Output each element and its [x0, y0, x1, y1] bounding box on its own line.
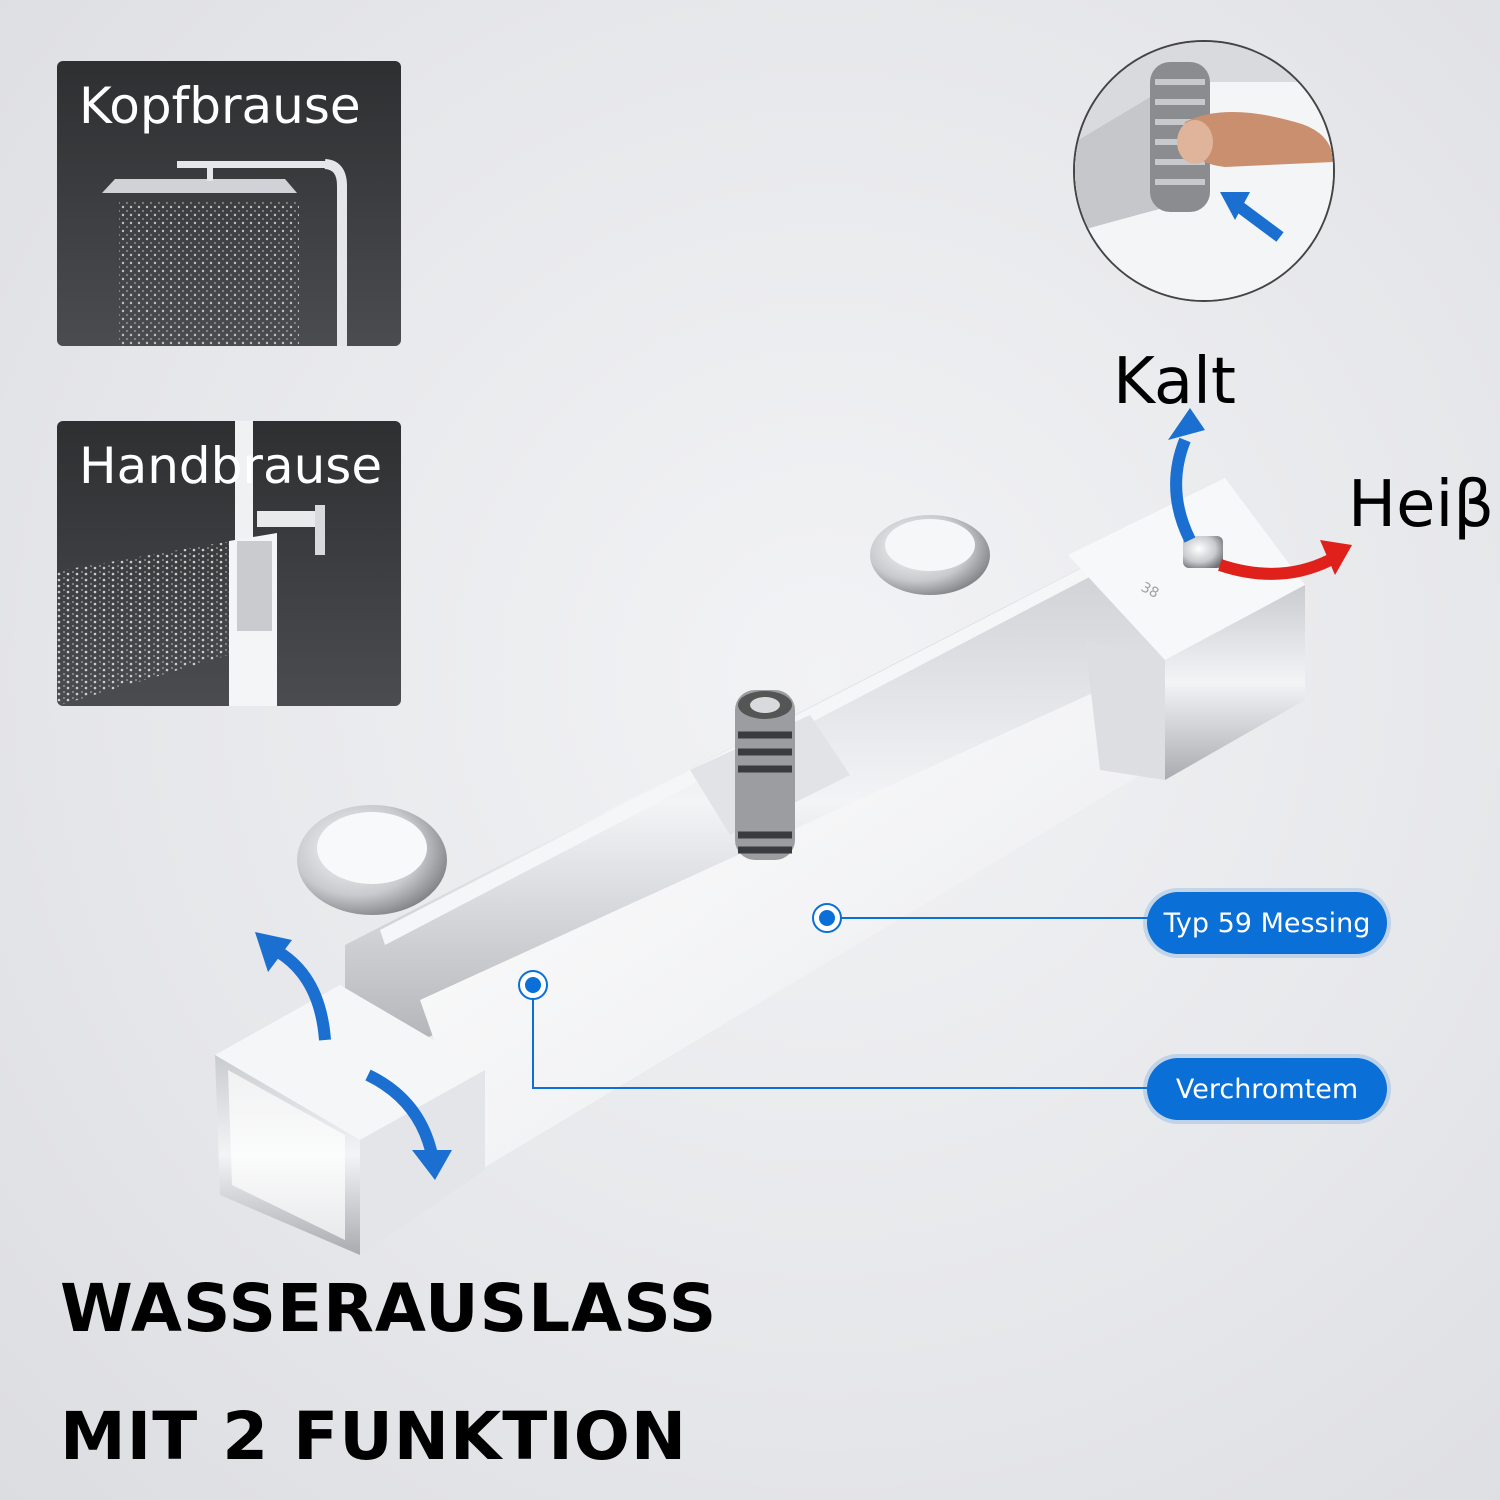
kopfbrause-panel: Kopfbrause	[57, 61, 401, 346]
handbrause-panel: Handbrause	[57, 421, 401, 706]
kopfbrause-label: Kopfbrause	[79, 77, 361, 135]
handbrause-label: Handbrause	[79, 437, 383, 495]
kalt-label: Kalt	[1113, 345, 1236, 419]
rear-connector	[870, 515, 990, 595]
material-callout-line	[812, 903, 1150, 933]
heiss-arrow-icon	[1218, 540, 1352, 580]
safety-button-zoom	[1073, 40, 1335, 302]
temperature-knob: 38	[1068, 478, 1305, 780]
front-connector	[297, 805, 447, 915]
finish-callout-line	[518, 970, 1150, 1089]
heiss-label: Heiβ	[1348, 468, 1495, 542]
rain-shower-illustration	[102, 159, 347, 346]
svg-text:38: 38	[1138, 579, 1161, 601]
headline-line-2: MIT 2 FUNKTION	[60, 1398, 688, 1475]
material-badge: Typ 59 Messing	[1147, 892, 1387, 954]
hand-shower-illustration	[57, 421, 325, 706]
headline-line-1: WASSERAUSLASS	[60, 1270, 718, 1347]
flow-up-arrow-icon	[255, 932, 331, 1041]
center-outlet	[690, 690, 850, 860]
finger-press-illustration	[1075, 42, 1333, 300]
flow-down-arrow-icon	[365, 1069, 452, 1180]
kalt-arrow-icon	[1168, 408, 1205, 543]
finish-badge: Verchromtem	[1147, 1058, 1387, 1120]
